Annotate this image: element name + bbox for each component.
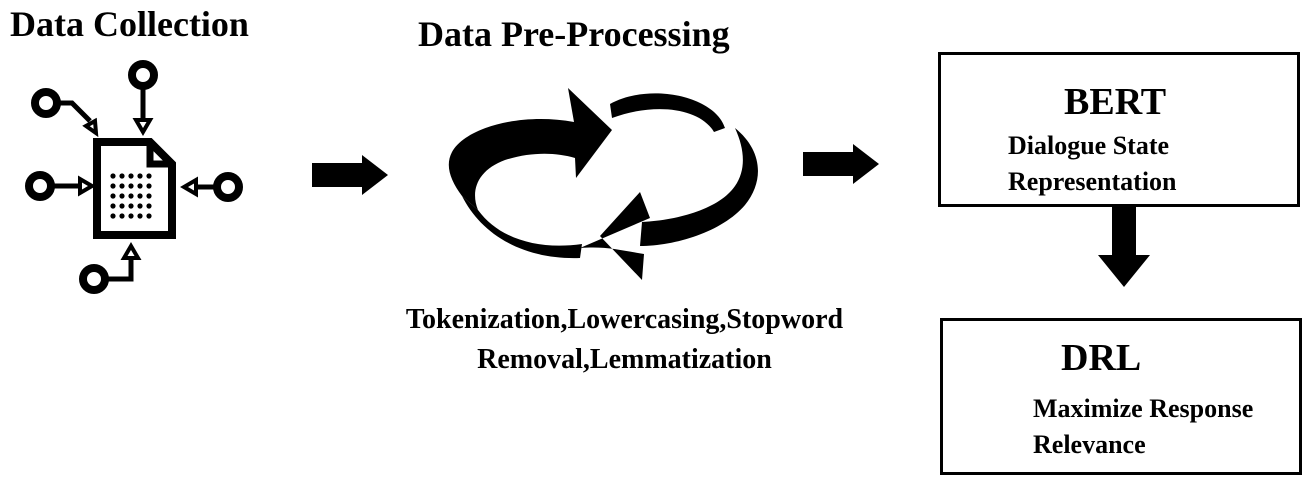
data-preprocessing-title: Data Pre-Processing xyxy=(418,14,730,54)
cycle-arrows-icon xyxy=(448,88,758,280)
preprocessing-steps-line2: Removal,Lemmatization xyxy=(477,344,772,375)
drl-line1: Maximize Response xyxy=(1033,394,1254,423)
bert-box: BERT Dialogue State Representation xyxy=(938,52,1300,207)
flow-arrow-preprocessing-to-bert xyxy=(803,144,879,184)
drl-line2: Relevance xyxy=(1033,430,1146,459)
data-collection-title: Data Collection xyxy=(10,4,249,44)
flow-arrow-collection-to-preprocessing xyxy=(312,155,388,195)
preprocessing-steps-line1: Tokenization,Lowercasing,Stopword xyxy=(405,304,844,335)
drl-box: DRL Maximize Response Relevance xyxy=(940,318,1302,475)
bert-line1: Dialogue State xyxy=(1008,131,1170,160)
bert-line2: Representation xyxy=(1008,167,1177,196)
drl-title: DRL xyxy=(1061,337,1142,379)
flow-arrow-bert-to-drl xyxy=(1098,207,1150,287)
bert-title: BERT xyxy=(1064,81,1167,123)
document-with-inputs-icon xyxy=(25,60,243,294)
